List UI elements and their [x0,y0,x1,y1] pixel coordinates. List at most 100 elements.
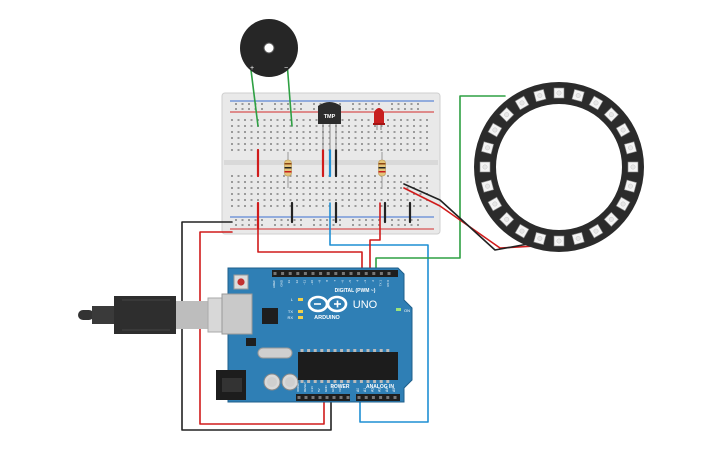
breadboard-hole [309,181,311,183]
breadboard-hole [335,181,337,183]
rail-hole [300,108,302,110]
breadboard-hole [250,131,253,133]
breadboard-hole [361,119,363,121]
breadboard-hole [361,199,363,201]
rail-hole [404,108,406,110]
resistor-2-band-1 [378,163,386,165]
breadboard-hole [289,137,292,139]
breadboard-hole [296,137,298,139]
breadboard-hole [380,143,383,145]
breadboard-hole [341,149,344,151]
breadboard-hole [283,143,285,145]
breadboard-hole [413,175,415,177]
breadboard-hole [263,131,266,133]
breadboard-hole [348,199,350,201]
rail-hole [254,224,257,226]
breadboard-hole [367,143,370,145]
breadboard-hole [315,137,318,139]
reset-button-cap[interactable] [237,278,245,286]
breadboard-hole [315,181,318,183]
breadboard-hole [250,125,253,127]
breadboard-hole [341,131,344,133]
breadboard-hole [231,205,233,207]
rail-hole [358,224,361,226]
arduino-infinity-logo-icon [307,295,348,313]
breadboard-hole [387,119,389,121]
rail-hole [319,103,322,105]
breadboard-hole [406,125,409,127]
rail-hole [397,103,400,105]
capacitor-2-top [285,377,295,387]
capacitor-1-top [267,377,277,387]
breadboard-hole [426,175,428,177]
breadboard-hole [387,181,389,183]
breadboard-hole [276,187,279,189]
breadboard-hole [270,137,272,139]
breadboard-hole [341,205,344,207]
breadboard-hole [276,119,279,121]
breadboard-hole [302,149,305,151]
rail-hole [410,108,413,110]
breadboard-hole [302,181,305,183]
breadboard-hole [361,193,363,195]
breadboard-hole [257,193,259,195]
breadboard-hole [367,199,370,201]
wire-ring-data [375,95,506,271]
resistor-1-icon [284,152,292,188]
analog-pin-label: A1 [363,388,367,392]
breadboard-hole [354,131,357,133]
breadboard-hole [276,137,279,139]
chip-pin [353,380,357,383]
digital-pin-label: AREF [272,280,276,288]
ring-pixel-lens [628,183,633,189]
digital-header-pin [379,272,383,275]
rail-hole [235,108,237,110]
power-pin-label: IOREF [296,383,300,392]
breadboard-hole [374,193,376,195]
digital-pin-label: ~9 [318,280,322,284]
breadboard-hole [380,131,383,133]
breadboard-hole [406,205,409,207]
usb-cable-strain [92,306,116,324]
board-usb-jack [221,293,253,335]
breadboard-hole [302,131,305,133]
breadboard-hole [374,125,376,127]
breadboard-hole [413,125,415,127]
breadboard-hole [289,125,292,127]
chip-pin [313,380,317,383]
breadboard-hole [348,143,350,145]
chip-pin [353,349,357,352]
rail-hole [241,108,244,110]
chip-pin [379,349,383,352]
rail-hole [261,224,263,226]
header-pins [273,272,397,399]
rail-hole [319,224,322,226]
breadboard-hole [393,199,396,201]
breadboard-hole [328,199,331,201]
digital-pin-label: 7 [333,280,337,282]
rail-hole [319,219,322,221]
tmp-sensor-label: TMP [324,114,336,120]
buzzer-minus-label: − [284,65,288,72]
breadboard-hole [309,149,311,151]
rail-hole [417,108,419,110]
breadboard-hole [263,125,266,127]
breadboard-hole [387,143,389,145]
breadboard-hole [400,181,402,183]
breadboard-hole [231,131,233,133]
chip-pin [346,380,350,383]
rail-hole [293,108,296,110]
rail-hole [248,224,250,226]
chip-pin [300,349,304,352]
breadboard-hole [406,143,409,145]
ring-pixels [479,87,639,247]
breadboard-hole [309,193,311,195]
breadboard-hole [419,119,422,121]
breadboard-hole [400,119,402,121]
breadboard-hole [250,175,253,177]
power-header-pin [311,396,315,399]
piezo-buzzer-icon: + − [240,19,298,77]
ring-pixel-lens [485,145,490,151]
breadboard-hole [257,199,259,201]
chip-pin [333,349,337,352]
